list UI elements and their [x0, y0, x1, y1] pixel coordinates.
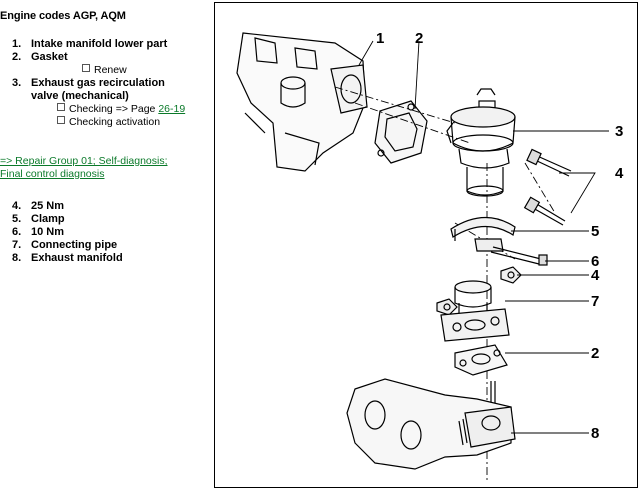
self-diagnosis-link[interactable]: => Repair Group 01; Self-diagnosis; Fina… [0, 155, 168, 181]
clamp-drawing [450, 216, 516, 252]
stud-drawing [490, 381, 496, 403]
exhaust-manifold-drawing [346, 378, 516, 470]
gasket-drawing [374, 100, 428, 164]
connecting-pipe-drawing [440, 280, 510, 342]
self-diagnosis-link-line2[interactable]: Final control diagnosis [0, 168, 105, 180]
callout-7: 7 [591, 293, 599, 310]
callout-6: 6 [591, 253, 599, 270]
bolts-drawing [523, 148, 572, 226]
callout-4-mid: 4 [591, 267, 600, 284]
checkbox-bullet-icon [82, 64, 90, 72]
callout-5: 5 [591, 223, 599, 240]
egr-valve-drawing [446, 88, 516, 197]
exploded-view-figure: 1 2 3 4 5 6 4 7 2 8 [214, 2, 638, 488]
page-26-19-link[interactable]: 26-19 [158, 103, 186, 115]
lower-gasket-drawing [454, 344, 508, 376]
callout-3: 3 [615, 123, 623, 140]
exploded-view-drawing: 1 2 3 4 5 6 4 7 2 8 [236, 30, 624, 483]
leader-lines [358, 40, 609, 434]
nut-drawing [436, 266, 522, 316]
callout-1: 1 [376, 30, 384, 47]
self-diagnosis-link-line1[interactable]: => Repair Group 01; Self-diagnosis; [0, 155, 168, 167]
checkbox-bullet-icon [57, 116, 65, 124]
page-title: Engine codes AGP, AQM [0, 10, 126, 22]
callout-2-top: 2 [415, 30, 423, 47]
callout-8: 8 [591, 425, 599, 442]
callout-4-top: 4 [615, 165, 624, 182]
intake-manifold-drawing [236, 32, 368, 172]
checkbox-bullet-icon [57, 103, 65, 111]
parts-legend: Engine codes AGP, AQM 1. Intake manifold… [0, 10, 186, 264]
callout-2-mid: 2 [591, 345, 599, 362]
clamp-bolt-drawing [490, 246, 548, 266]
